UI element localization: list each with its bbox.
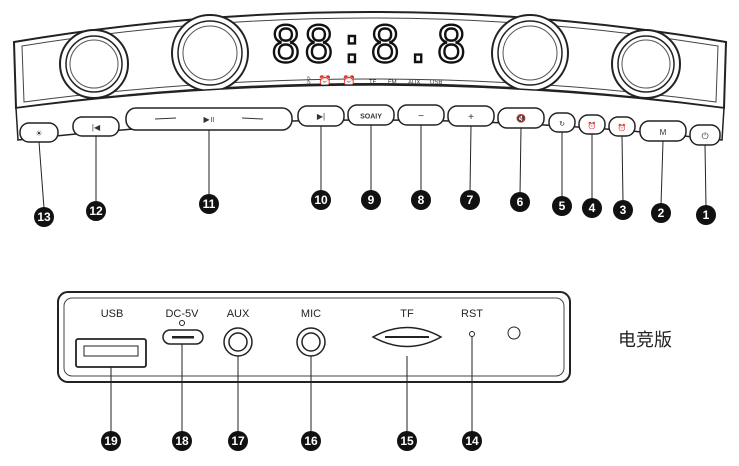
callout-11: 11 (199, 194, 219, 214)
alarm-2-icon: ⏰ (618, 123, 627, 132)
port-label-usb: USB (101, 308, 124, 320)
alarm-1-icon: ⏰ (588, 121, 597, 130)
callout-10-number: 10 (314, 193, 328, 207)
button-11-play-pause[interactable]: ▶॥ (125, 107, 293, 131)
callout-9: 9 (361, 190, 381, 210)
callout-5: 5 (552, 196, 572, 216)
reset-pinhole (469, 331, 475, 337)
callout-1: 1 (696, 205, 716, 225)
volume-up-icon: + (468, 112, 474, 123)
button-3-alarm-2[interactable]: ⏰ (608, 116, 636, 137)
callout-18-number: 18 (175, 434, 189, 448)
button-5-repeat[interactable]: ↻ (548, 112, 576, 133)
callout-15-number: 15 (400, 434, 414, 448)
button-8-volume-down[interactable]: − (397, 104, 445, 126)
callout-16: 16 (301, 431, 321, 451)
bluetooth-icon: ᛒ (306, 76, 312, 87)
callout-16-number: 16 (304, 434, 318, 448)
callout-7-number: 7 (467, 193, 474, 207)
power-icon: ⏻ (701, 131, 708, 141)
callout-3-number: 3 (620, 203, 627, 217)
speaker-left-outer (59, 29, 129, 99)
callout-6-number: 6 (517, 195, 524, 209)
port-label-mic: MIC (301, 308, 321, 320)
next-track-icon: ▶| (317, 112, 325, 121)
previous-track-icon: |◀ (92, 123, 101, 132)
callout-2-number: 2 (658, 206, 665, 220)
button-1-power[interactable]: ⏻ (689, 124, 721, 146)
button-13-lamp[interactable]: ☀ (19, 122, 59, 143)
callout-15: 15 (397, 431, 417, 451)
callout-13: 13 (34, 207, 54, 227)
callout-2: 2 (651, 203, 671, 223)
callout-17-number: 17 (231, 434, 245, 448)
callout-13-number: 13 (37, 210, 51, 224)
button-4-alarm-1[interactable]: ⏰ (578, 114, 606, 135)
speaker-right-outer (611, 29, 681, 99)
tf-card-slot (371, 326, 443, 348)
callout-12: 12 (86, 201, 106, 221)
soundbar-front: 88:8.8 ᛒ ⏰ ⏰ TF FM AUX USB ☀ |◀ ▶॥ (12, 11, 728, 146)
callout-10: 10 (311, 190, 331, 210)
callout-7: 7 (460, 190, 480, 210)
callout-17: 17 (228, 431, 248, 451)
callout-12-number: 12 (89, 204, 103, 218)
mic-jack (296, 327, 326, 357)
callout-4: 4 (582, 198, 602, 218)
dc-5v-port (162, 320, 204, 345)
callout-9-number: 9 (368, 193, 375, 207)
button-6-mute[interactable]: 🔇 (497, 107, 545, 129)
callout-19-number: 19 (104, 434, 118, 448)
callout-11-number: 11 (203, 197, 216, 211)
indicator-usb: USB (430, 80, 442, 86)
speaker-left-inner (171, 14, 249, 92)
back-panel: USB DC-5V AUX MIC TF RST (57, 291, 571, 383)
callout-8-number: 8 (418, 193, 425, 207)
callout-19: 19 (101, 431, 121, 451)
callout-1-number: 1 (703, 208, 710, 222)
callout-18: 18 (172, 431, 192, 451)
front-callout-lines (38, 125, 707, 209)
callout-4-number: 4 (589, 201, 596, 215)
soaiy-label: SOAIY (360, 114, 382, 121)
callout-3: 3 (613, 200, 633, 220)
port-label-aux: AUX (227, 308, 250, 320)
lamp-icon: ☀ (35, 129, 42, 138)
back-callout-lines (110, 337, 473, 432)
indicator-fm: FM (388, 80, 397, 86)
aux-jack (223, 327, 253, 357)
port-label-tf: TF (400, 308, 414, 320)
button-2-mode[interactable]: M (639, 120, 687, 142)
usb-port (75, 338, 147, 368)
port-label-dc: DC-5V (165, 308, 199, 320)
button-7-volume-up[interactable]: + (447, 105, 495, 127)
repeat-icon: ↻ (559, 121, 565, 128)
port-label-rst: RST (461, 308, 483, 320)
back-panel-inner (63, 297, 565, 377)
callout-14-number: 14 (465, 434, 479, 448)
mode-icon: M (660, 128, 667, 137)
edition-label: 电竞版 (618, 330, 672, 351)
callout-5-number: 5 (559, 199, 566, 213)
mute-icon: 🔇 (516, 113, 526, 123)
callout-6: 6 (510, 192, 530, 212)
indicator-tf: TF (369, 80, 377, 86)
indicator-aux: AUX (408, 80, 420, 86)
speaker-right-inner (491, 14, 569, 92)
button-10-next[interactable]: ▶| (297, 105, 345, 127)
alarm-clock-icon: ⏰ (318, 74, 332, 88)
display-digits: 88:8.8 (271, 16, 470, 74)
indicator-hole (507, 326, 521, 340)
volume-down-icon: − (418, 111, 424, 122)
callout-14: 14 (462, 431, 482, 451)
button-9-soaiy[interactable]: SOAIY (347, 104, 395, 126)
button-12-previous[interactable]: |◀ (72, 116, 120, 137)
callout-8: 8 (411, 190, 431, 210)
play-pause-icon: ▶॥ (204, 115, 215, 124)
